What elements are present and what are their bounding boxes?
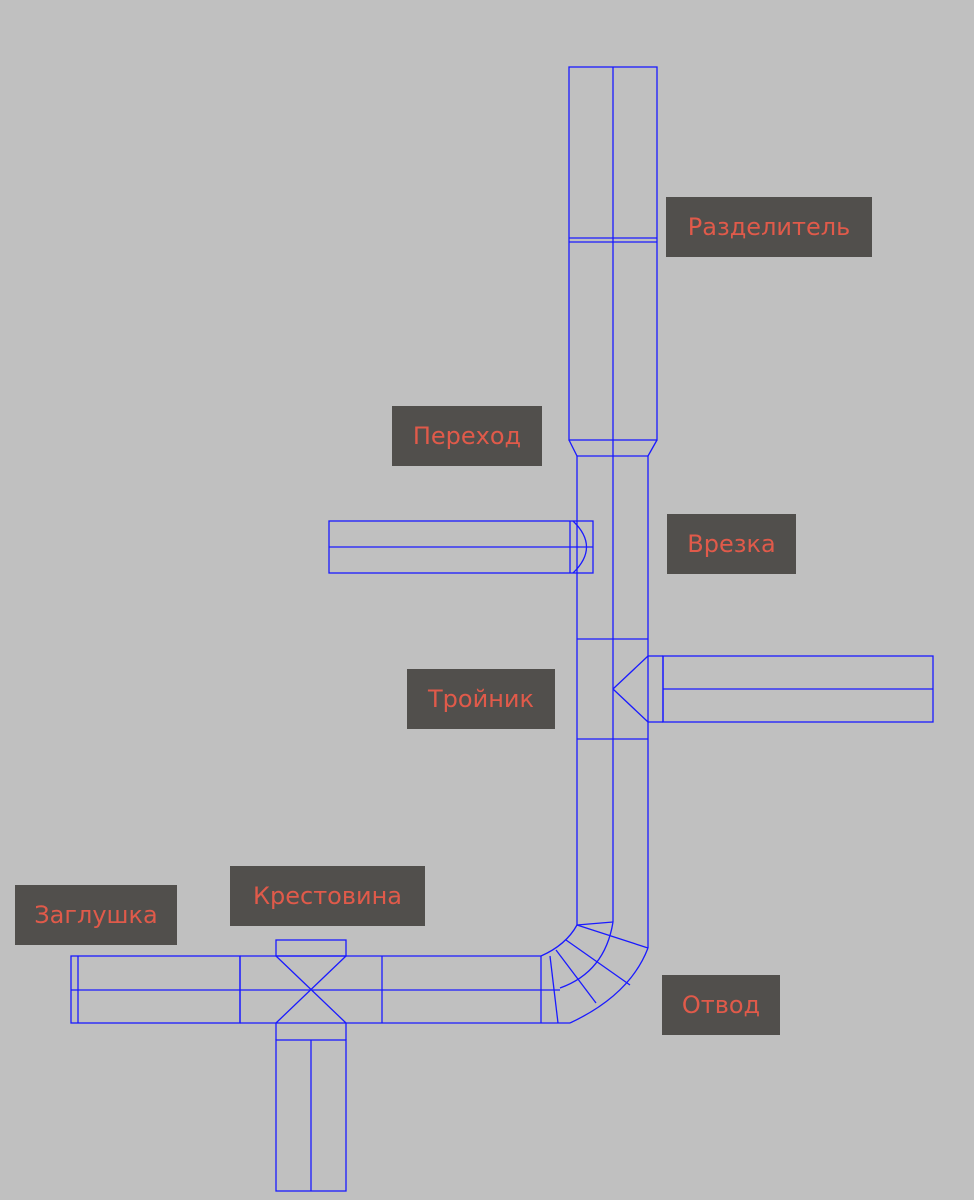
main-vertical-duct[interactable] xyxy=(576,456,649,948)
label-cap: Заглушка xyxy=(15,885,177,945)
label-splitter: Разделитель xyxy=(666,197,872,257)
elbow-bend[interactable] xyxy=(540,921,649,1024)
cap-end-duct[interactable] xyxy=(70,955,241,1024)
cross-down-duct[interactable] xyxy=(275,1039,347,1192)
label-tee: Тройник xyxy=(407,669,555,729)
tee-branch-duct[interactable] xyxy=(612,655,934,723)
label-cross: Крестовина xyxy=(230,866,425,926)
label-elbow: Отвод xyxy=(662,975,780,1035)
lower-horizontal-duct[interactable] xyxy=(381,955,560,1024)
cross-fitting[interactable] xyxy=(239,939,382,1040)
tap-branch-duct[interactable] xyxy=(328,520,594,574)
label-tap: Врезка xyxy=(667,514,796,574)
label-reducer: Переход xyxy=(392,406,542,466)
reducer-transition[interactable] xyxy=(568,439,658,457)
splitter-duct[interactable] xyxy=(568,66,658,441)
